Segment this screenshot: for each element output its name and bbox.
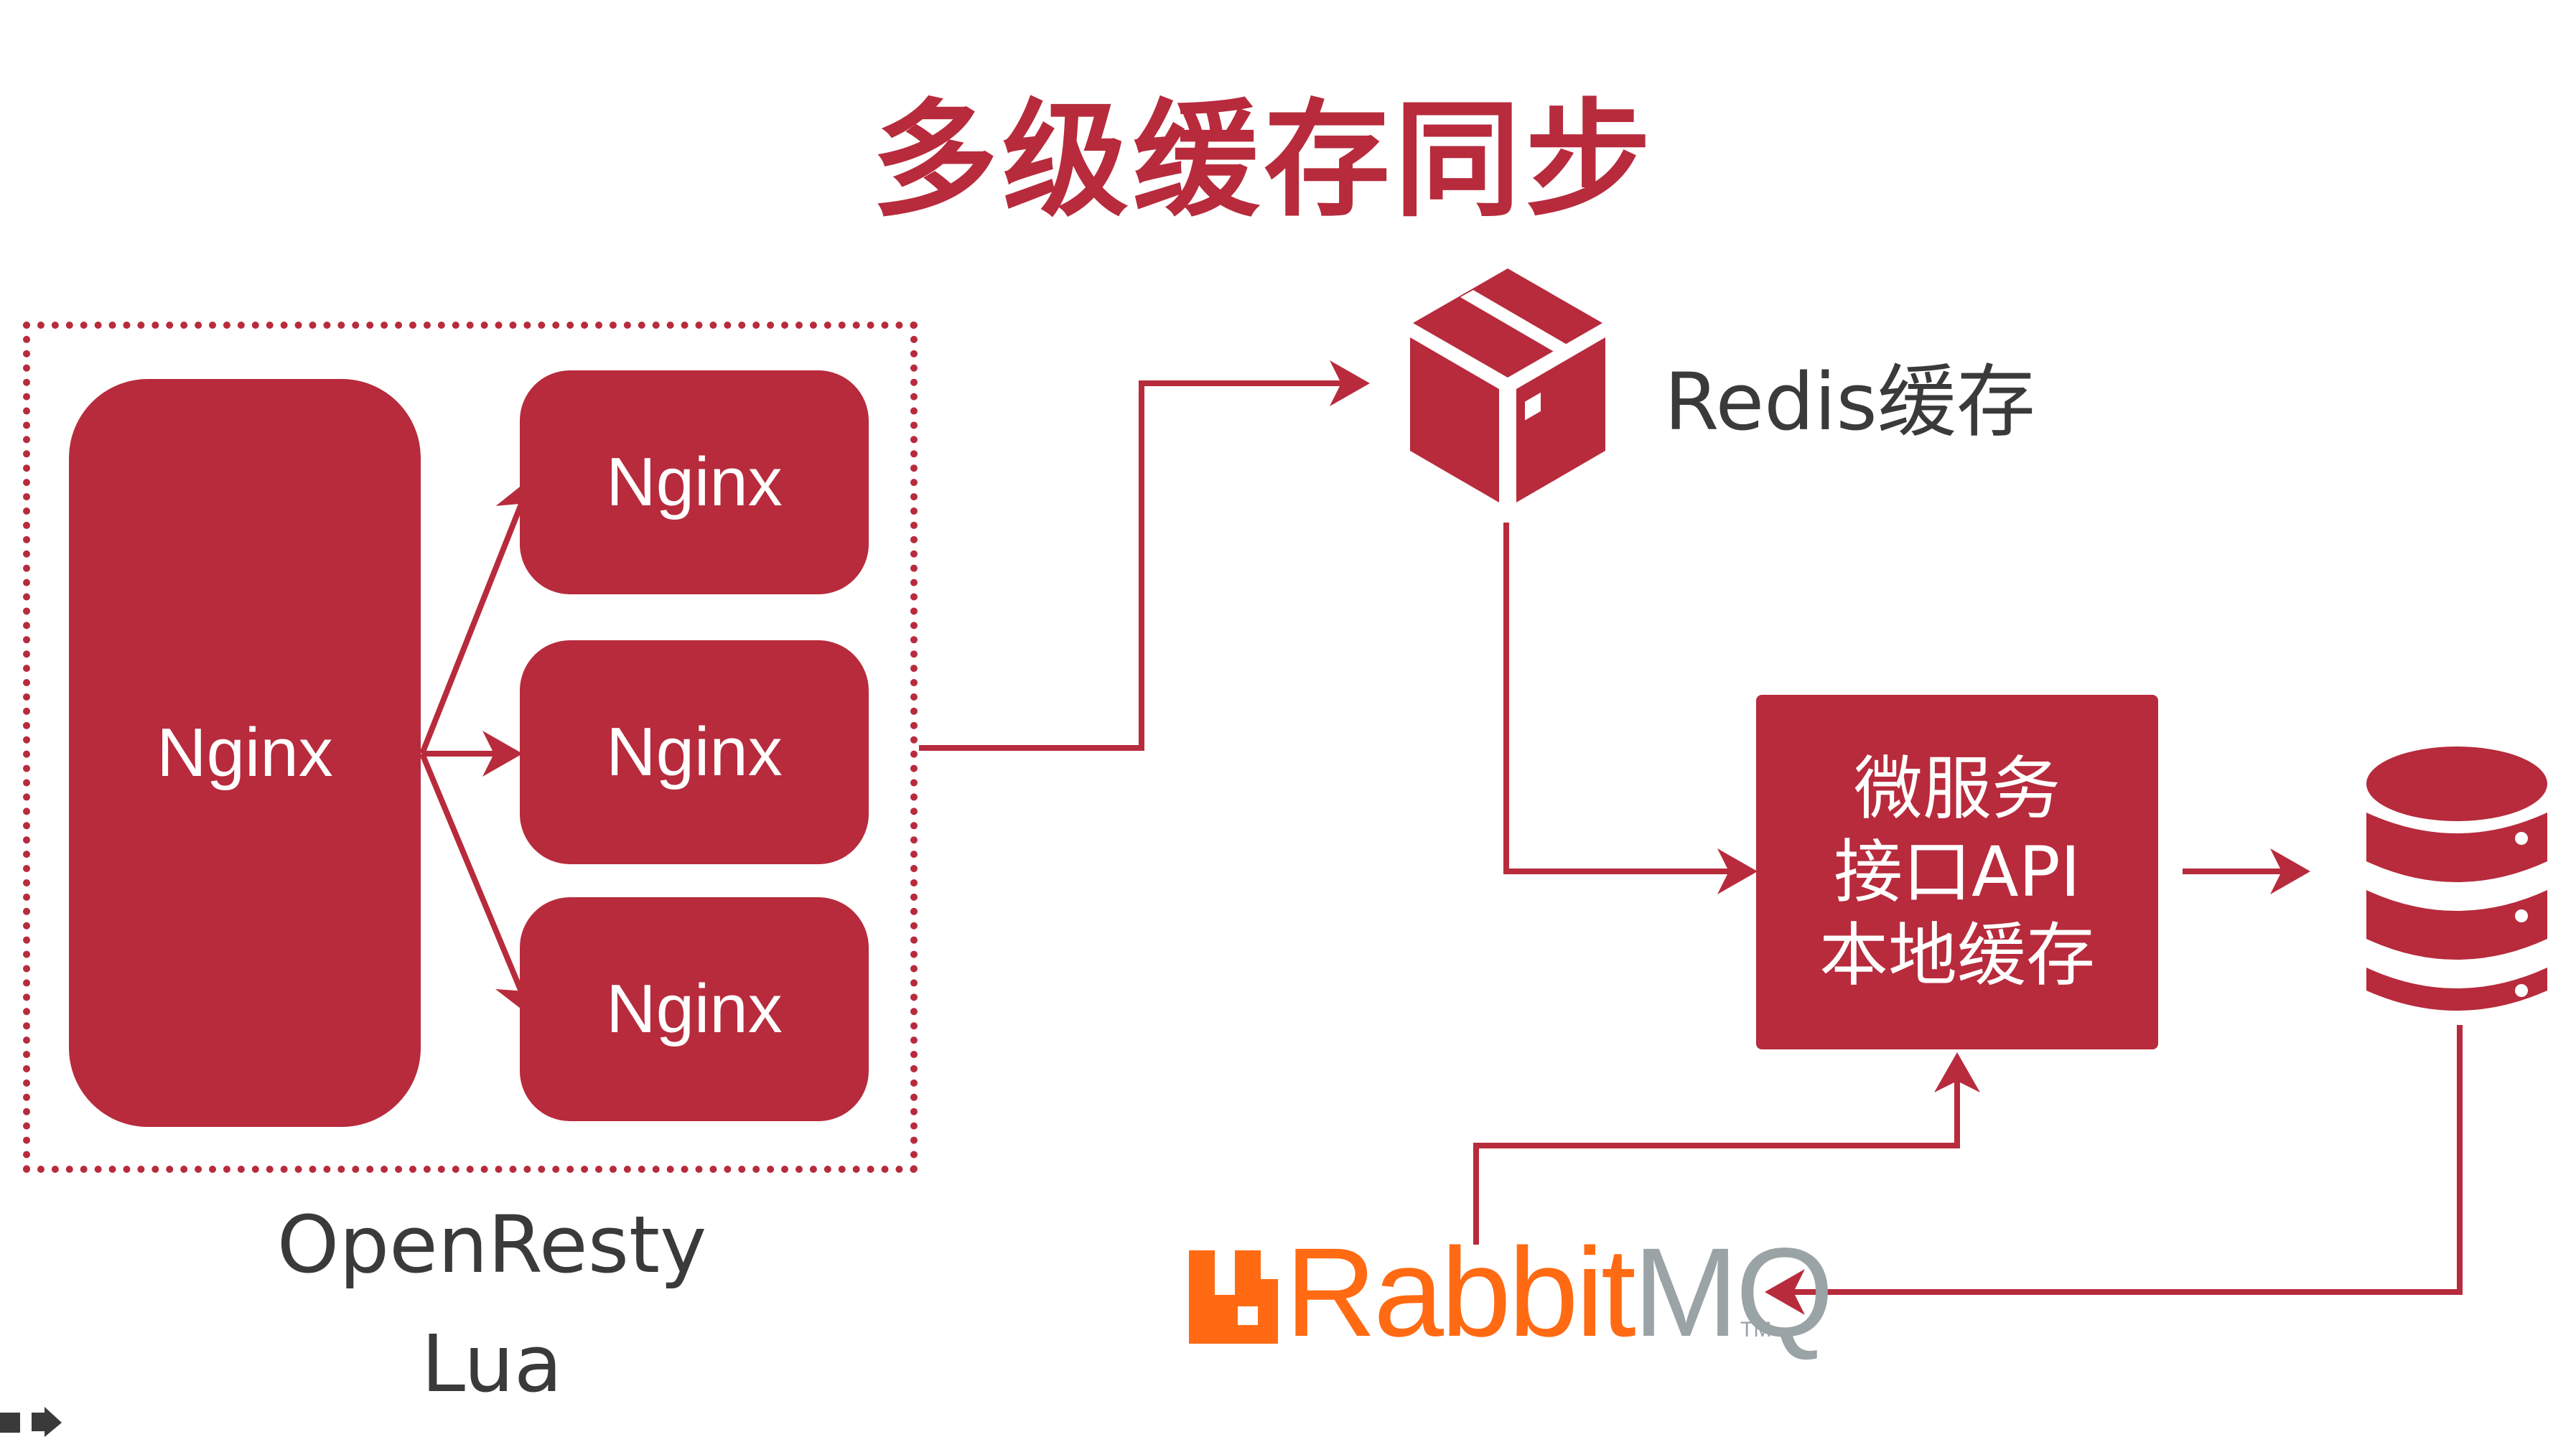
arrow-main-to-nginx-3 [419, 752, 538, 1018]
nginx-worker-node: Nginx [520, 897, 869, 1121]
microservice-box: 微服务 接口API 本地缓存 [1756, 695, 2158, 1049]
nginx-worker-node: Nginx [520, 370, 869, 594]
rabbitmq-brand-suffix: MQ [1633, 1222, 1834, 1363]
arrow-database-to-rabbitmq [1765, 1025, 2463, 1315]
redis-cache-label: Redis缓存 [1664, 356, 2035, 448]
rabbitmq-brand: Rabbit [1285, 1222, 1636, 1363]
arrow-openresty-to-redis [919, 360, 1370, 751]
next-arrow-icon[interactable] [0, 1407, 65, 1437]
openresty-label: OpenResty [276, 1199, 707, 1291]
service-line: 本地缓存 [1819, 915, 2095, 996]
openresty-group-border [23, 322, 918, 1173]
rabbitmq-logo-icon [1189, 1250, 1278, 1344]
arrow-main-to-nginx-1 [419, 477, 539, 755]
service-line: 微服务 [1854, 749, 2061, 829]
package-box-icon [1410, 268, 1605, 502]
database-icon [2366, 746, 2547, 1011]
lua-label: Lua [421, 1318, 563, 1410]
service-line: 接口API [1834, 832, 2081, 912]
arrow-rabbitmq-to-service [1473, 1052, 1980, 1245]
trademark-mark: TM [1740, 1318, 1772, 1342]
page-title: 多级缓存同步 [871, 87, 1656, 234]
rabbitmq-logo-text: RabbitMQ [1285, 1220, 1834, 1365]
arrow-redis-to-service [1503, 523, 1758, 894]
nginx-main-node: Nginx [69, 379, 421, 1127]
nginx-worker-node: Nginx [520, 640, 869, 864]
